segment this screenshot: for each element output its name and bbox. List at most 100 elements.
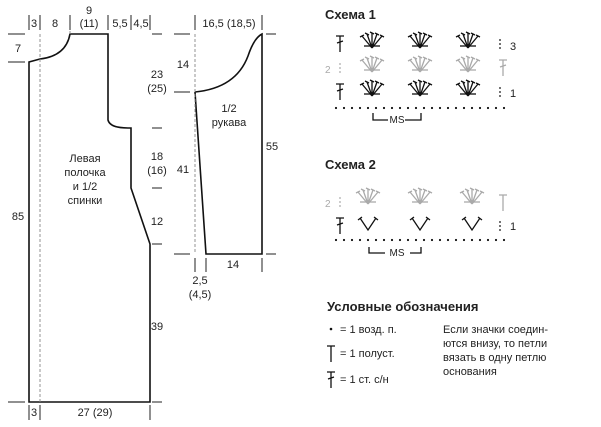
- fan-icon: [459, 187, 485, 205]
- sleeve-top-dim: 16,5 (18,5): [202, 18, 255, 30]
- fan-icon: [355, 187, 381, 205]
- legend-note-line4: основания: [443, 366, 497, 378]
- legend-note-line1: Если значки соедин-: [443, 324, 548, 336]
- chain-dot: [374, 238, 378, 242]
- chain-dot: [446, 238, 450, 242]
- chain-dot: [438, 238, 442, 242]
- chain-dot: [454, 238, 458, 242]
- dc-icon: [326, 371, 336, 389]
- sleeve-bottom-dim-4-5: (4,5): [189, 289, 212, 301]
- right-dimension-column: 23 (25) 18 (16) 12 39: [147, 33, 167, 403]
- fan-icon: [359, 31, 385, 49]
- bottom-dim-3: 3: [31, 407, 37, 419]
- left-dim-85: 85: [12, 211, 24, 223]
- top-dim-5-5: 5,5: [112, 18, 127, 30]
- chain-dot: [478, 106, 482, 110]
- front-back-label-line1: Левая: [69, 153, 100, 165]
- fan-icon: [407, 187, 433, 205]
- chain-dot: [334, 238, 338, 242]
- chain-dot: [462, 106, 466, 110]
- scheme-1-row-1: 1: [510, 88, 516, 100]
- right-dim-25: (25): [147, 83, 167, 95]
- fan-icon: [407, 55, 433, 73]
- legend-note-line2: ются внизу, то петли: [443, 338, 547, 350]
- scheme-1: Схема 1 3 2 1 MS: [325, 7, 516, 126]
- ms-bracket: [368, 247, 422, 254]
- scheme-1-row-2: 2: [325, 65, 331, 76]
- dc-icon: [335, 35, 345, 53]
- top-dim-4-5: 4,5: [133, 18, 148, 30]
- dc-icon: [335, 217, 345, 235]
- chain-dot: [366, 238, 370, 242]
- front-back-pattern: 3 8 9 (11) 5,5 4,5 7 85 23 (25) 18 (16): [8, 5, 167, 420]
- scheme-2-chain-base: [334, 238, 506, 242]
- chain-dot: [478, 238, 482, 242]
- ms-bracket: [372, 113, 422, 121]
- top-dim-11: (11): [80, 18, 99, 30]
- chain-dot: [342, 238, 346, 242]
- chain-dot: [462, 238, 466, 242]
- left-dimension-column: 7 85: [8, 33, 25, 403]
- chain-dot: [366, 106, 370, 110]
- scheme-2: Схема 2 2 1 MS: [325, 157, 516, 259]
- chain-dot: [502, 106, 506, 110]
- half-dc-icon: [498, 194, 508, 212]
- sleeve-pattern: 16,5 (18,5) 14 41 55 2,5 (4,5) 14 1/2 ру…: [174, 15, 278, 301]
- sleeve-left-dim-14: 14: [177, 59, 189, 71]
- chain-dot: [422, 106, 426, 110]
- dc-icon: [498, 59, 508, 77]
- sleeve-label-line2: рукава: [212, 117, 247, 129]
- v-stitch-icon: [409, 216, 431, 231]
- right-dim-16: (16): [147, 165, 167, 177]
- right-dim-12: 12: [151, 216, 163, 228]
- scheme-1-row-3: 3: [510, 41, 516, 53]
- chain-dot: [398, 238, 402, 242]
- dot-icon: [329, 327, 333, 331]
- chain-dot: [406, 238, 410, 242]
- sleeve-bottom-dim-2-5: 2,5: [192, 275, 207, 287]
- chain-dot: [414, 238, 418, 242]
- legend-note-line3: вязать в одну петлю: [443, 352, 546, 364]
- chain-dot: [382, 238, 386, 242]
- v-stitch-icon: [357, 216, 379, 231]
- half-dc-icon: [326, 345, 336, 363]
- chain-dot: [414, 106, 418, 110]
- sleeve-label-line1: 1/2: [221, 103, 236, 115]
- front-back-outline: [28, 33, 151, 403]
- front-back-label-line3: и 1/2: [73, 181, 98, 193]
- chain-dot: [390, 106, 394, 110]
- scheme-2-row-2: 2: [325, 199, 331, 210]
- chain-dot: [398, 106, 402, 110]
- legend: Условные обозначения = 1 возд. п. = 1 по…: [326, 299, 548, 389]
- right-dim-39: 39: [151, 321, 163, 333]
- chain-column-icon: [339, 63, 341, 73]
- chain-dot: [422, 238, 426, 242]
- chain-column-icon: [339, 197, 341, 207]
- chain-dot: [350, 238, 354, 242]
- scheme-2-row-1: 1: [510, 221, 516, 233]
- scheme-2-title: Схема 2: [325, 157, 376, 172]
- chain-dot: [494, 106, 498, 110]
- fan-icon: [455, 55, 481, 73]
- scheme-1-chain-base: [334, 106, 506, 110]
- legend-title: Условные обозначения: [327, 299, 478, 314]
- chain-dot: [358, 106, 362, 110]
- fan-icon: [455, 79, 481, 97]
- sleeve-bottom-dim-14: 14: [227, 259, 239, 271]
- top-dim-9: 9: [86, 5, 92, 17]
- scheme-2-ms-label: MS: [390, 248, 405, 259]
- scheme-1-title: Схема 1: [325, 7, 376, 22]
- chain-dot: [382, 106, 386, 110]
- sleeve-right-dim-55: 55: [266, 141, 278, 153]
- right-dim-23: 23: [151, 69, 163, 81]
- fan-icon: [359, 55, 385, 73]
- chain-dot: [334, 106, 338, 110]
- fan-icon: [455, 31, 481, 49]
- chain-dot: [486, 238, 490, 242]
- chain-dot: [470, 238, 474, 242]
- v-stitch-icon: [461, 216, 483, 231]
- chain-column-icon: [499, 39, 501, 49]
- sleeve-left-dim-41: 41: [177, 164, 189, 176]
- legend-item-half-dc: = 1 полуст.: [340, 348, 395, 360]
